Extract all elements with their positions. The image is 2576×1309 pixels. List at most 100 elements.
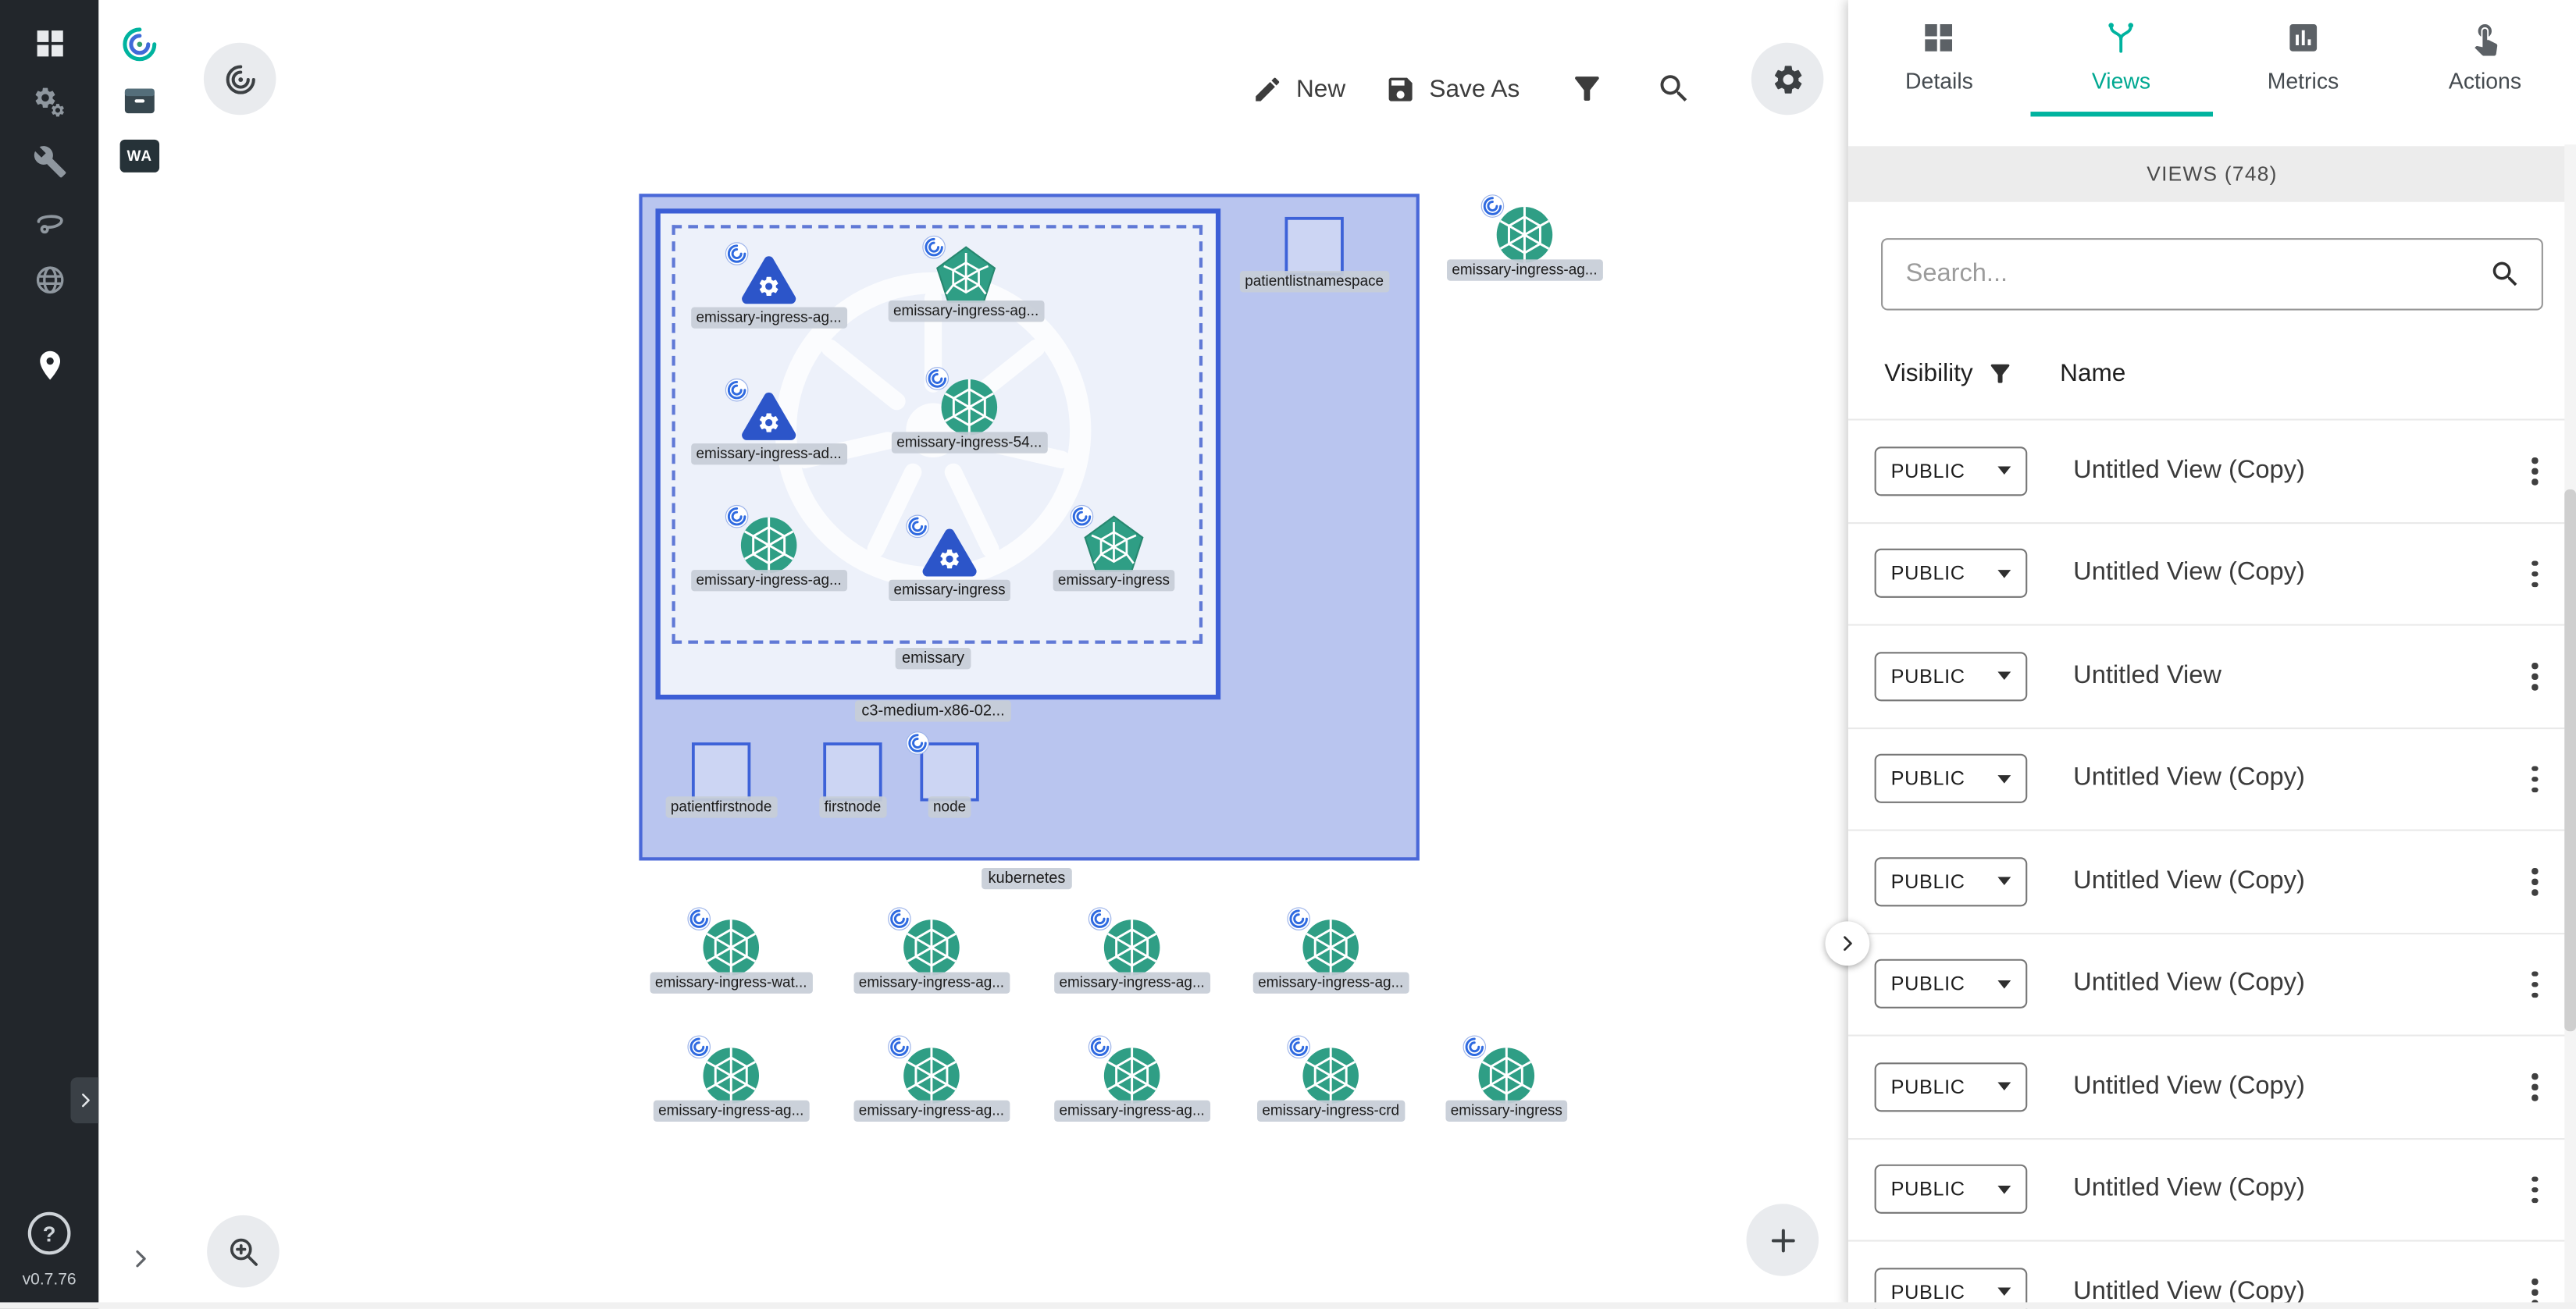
visibility-dropdown[interactable]: PUBLIC xyxy=(1874,1165,2028,1215)
node-square[interactable]: node xyxy=(917,739,982,819)
row-menu-button[interactable] xyxy=(2517,556,2553,592)
dashboard-nav-button[interactable] xyxy=(0,13,98,73)
node-circle[interactable]: emissary-ingress-ag... xyxy=(853,1043,1010,1122)
kanvas-logo-button[interactable] xyxy=(98,16,180,73)
row-menu-button[interactable] xyxy=(2517,658,2553,694)
visibility-dropdown[interactable]: PUBLIC xyxy=(1874,959,2028,1009)
visibility-value: PUBLIC xyxy=(1890,767,1965,791)
node-circle[interactable]: emissary-ingress-ag... xyxy=(1054,915,1210,994)
topology-canvas[interactable]: New Save As emissary c3-medium-x86-02...… xyxy=(180,0,1848,1309)
row-menu-button[interactable] xyxy=(2517,1172,2553,1208)
view-row[interactable]: PUBLIC Untitled View (Copy) xyxy=(1847,1034,2576,1136)
row-menu-button[interactable] xyxy=(2517,1069,2553,1104)
tab-details[interactable]: Details xyxy=(1848,0,2030,116)
view-row[interactable]: PUBLIC Untitled View (Copy) xyxy=(1847,1240,2576,1309)
visibility-dropdown[interactable]: PUBLIC xyxy=(1874,856,2028,906)
rail-expand-handle[interactable] xyxy=(70,1077,99,1124)
node-circle[interactable]: emissary-ingress-ag... xyxy=(1054,1043,1210,1122)
panel-collapse-button[interactable] xyxy=(1825,921,1870,966)
node-triangle[interactable]: emissary-ingress xyxy=(889,522,1010,602)
row-menu-button[interactable] xyxy=(2517,863,2553,899)
node-triangle[interactable]: emissary-ingress-ad... xyxy=(691,386,847,465)
row-menu-button[interactable] xyxy=(2517,966,2553,1002)
visibility-dropdown[interactable]: PUBLIC xyxy=(1874,446,2028,496)
visibility-dropdown[interactable]: PUBLIC xyxy=(1874,651,2028,701)
location-pin-icon xyxy=(32,347,66,382)
node-label: emissary-ingress-ag... xyxy=(888,301,1044,322)
node-circle[interactable]: emissary-ingress-ag... xyxy=(1252,915,1409,994)
caret-down-icon xyxy=(1997,877,2011,886)
help-button[interactable]: ? xyxy=(27,1211,71,1255)
spiral-badge-icon xyxy=(686,906,711,931)
panel-scrollbar-track[interactable] xyxy=(2564,144,2576,1309)
node-circle[interactable]: emissary-ingress-wat... xyxy=(650,915,812,994)
view-row[interactable]: PUBLIC Untitled View (Copy) xyxy=(1847,829,2576,931)
node-square[interactable]: patientlistnamespace xyxy=(1239,214,1389,293)
mesh-nav-button[interactable] xyxy=(0,250,98,309)
node-circle[interactable]: emissary-ingress-ag... xyxy=(853,915,1010,994)
canvas-settings-button[interactable] xyxy=(1751,42,1824,116)
node-circle[interactable]: emissary-ingress-ag... xyxy=(691,512,847,592)
row-menu-button[interactable] xyxy=(2517,453,2553,489)
visibility-filter-icon[interactable] xyxy=(1986,359,2014,387)
view-row[interactable]: PUBLIC Untitled View (Copy) xyxy=(1847,726,2576,829)
visibility-value: PUBLIC xyxy=(1890,1075,1965,1099)
node-pentagon[interactable]: emissary-ingress-ag... xyxy=(888,243,1044,322)
tab-metrics[interactable]: Metrics xyxy=(2212,0,2394,116)
view-row[interactable]: PUBLIC Untitled View (Copy) xyxy=(1847,931,2576,1034)
caret-down-icon xyxy=(1997,1083,2011,1091)
tool-rail-expand-button[interactable] xyxy=(98,1230,180,1286)
row-menu-button[interactable] xyxy=(2517,761,2553,797)
panel-scrollbar-thumb[interactable] xyxy=(2564,489,2576,1032)
cluster-label: kubernetes xyxy=(982,867,1072,890)
wa-tool-button[interactable]: WA xyxy=(98,128,180,184)
node-pentagon[interactable]: emissary-ingress xyxy=(1053,512,1175,592)
lasso-nav-button[interactable] xyxy=(0,190,98,250)
tools-nav-button[interactable] xyxy=(0,131,98,190)
tab-actions-label: Actions xyxy=(2448,69,2522,94)
zoom-in-button[interactable] xyxy=(207,1215,280,1288)
visibility-column-header: Visibility xyxy=(1884,358,1973,387)
new-button[interactable]: New xyxy=(1252,66,1345,112)
view-row[interactable]: PUBLIC Untitled View (Copy) xyxy=(1847,418,2576,521)
node-circle[interactable]: emissary-ingress-crd xyxy=(1257,1043,1405,1122)
node-label: emissary-ingress-crd xyxy=(1257,1100,1405,1122)
view-name: Untitled View (Copy) xyxy=(2073,456,2305,485)
node-circle[interactable]: emissary-ingress-54... xyxy=(891,375,1047,454)
node-triangle[interactable]: emissary-ingress-ag... xyxy=(691,250,847,329)
view-row[interactable]: PUBLIC Untitled View xyxy=(1847,624,2576,727)
archive-tool-button[interactable] xyxy=(98,73,180,129)
spiral-badge-icon xyxy=(1463,1034,1488,1059)
node-label: emissary-ingress-ag... xyxy=(691,570,847,592)
pinwheel-mode-button[interactable] xyxy=(203,42,276,116)
visibility-dropdown[interactable]: PUBLIC xyxy=(1874,549,2028,599)
node-circle[interactable]: emissary-ingress-ag... xyxy=(1447,202,1602,282)
visibility-dropdown[interactable]: PUBLIC xyxy=(1874,1267,2028,1309)
visibility-dropdown[interactable]: PUBLIC xyxy=(1874,1062,2028,1112)
node-square[interactable]: patientfirstnode xyxy=(665,739,777,819)
caret-down-icon xyxy=(1997,569,2011,578)
node-circle[interactable]: emissary-ingress-ag... xyxy=(653,1043,809,1122)
spiral-badge-icon xyxy=(1070,504,1095,529)
save-as-button[interactable]: Save As xyxy=(1385,66,1520,112)
spiral-badge-icon xyxy=(925,366,950,391)
tab-actions[interactable]: Actions xyxy=(2394,0,2576,116)
view-name: Untitled View (Copy) xyxy=(2073,1072,2305,1101)
map-nav-button-active[interactable] xyxy=(0,335,98,394)
visibility-value: PUBLIC xyxy=(1890,973,1965,996)
spiral-badge-icon xyxy=(725,504,750,529)
visibility-dropdown[interactable]: PUBLIC xyxy=(1874,754,2028,804)
archive-box-icon xyxy=(124,88,155,114)
settings-nav-button[interactable] xyxy=(0,73,98,132)
view-row[interactable]: PUBLIC Untitled View (Copy) xyxy=(1847,1136,2576,1240)
horizontal-scrollbar-track[interactable] xyxy=(0,1302,2576,1309)
add-node-button[interactable] xyxy=(1746,1204,1819,1276)
tab-views[interactable]: Views xyxy=(2029,0,2212,117)
save-as-button-label: Save As xyxy=(1429,74,1520,103)
node-circle[interactable]: emissary-ingress xyxy=(1445,1043,1568,1122)
node-square[interactable]: firstnode xyxy=(819,739,886,819)
views-search-box[interactable] xyxy=(1881,238,2543,311)
views-search-input[interactable] xyxy=(1902,258,2489,291)
emissary-namespace-group[interactable] xyxy=(672,225,1203,644)
view-row[interactable]: PUBLIC Untitled View (Copy) xyxy=(1847,521,2576,624)
